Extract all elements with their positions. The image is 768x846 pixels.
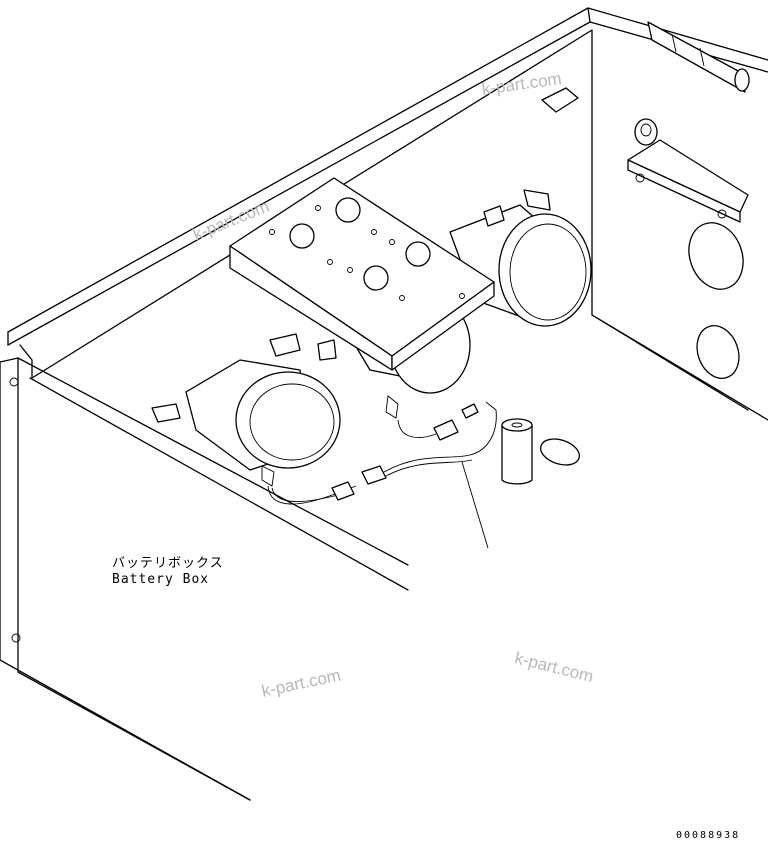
wall-hole (696, 325, 740, 379)
wire-clip (541, 87, 579, 113)
label-japanese: バッテリボックス (112, 556, 224, 571)
label-english: Battery Box (112, 572, 210, 587)
horn-left (151, 333, 341, 487)
wire-harness (267, 401, 497, 549)
battery-box-label: バッテリボックス Battery Box (112, 556, 224, 588)
wall-hole (688, 222, 744, 290)
fuse-cylinder (501, 418, 533, 485)
terminal-plate (229, 177, 495, 371)
bracket-plate (627, 118, 749, 223)
hinge (647, 21, 750, 93)
drawing-code: 00088938 (676, 830, 741, 841)
floor-hole (539, 438, 581, 466)
